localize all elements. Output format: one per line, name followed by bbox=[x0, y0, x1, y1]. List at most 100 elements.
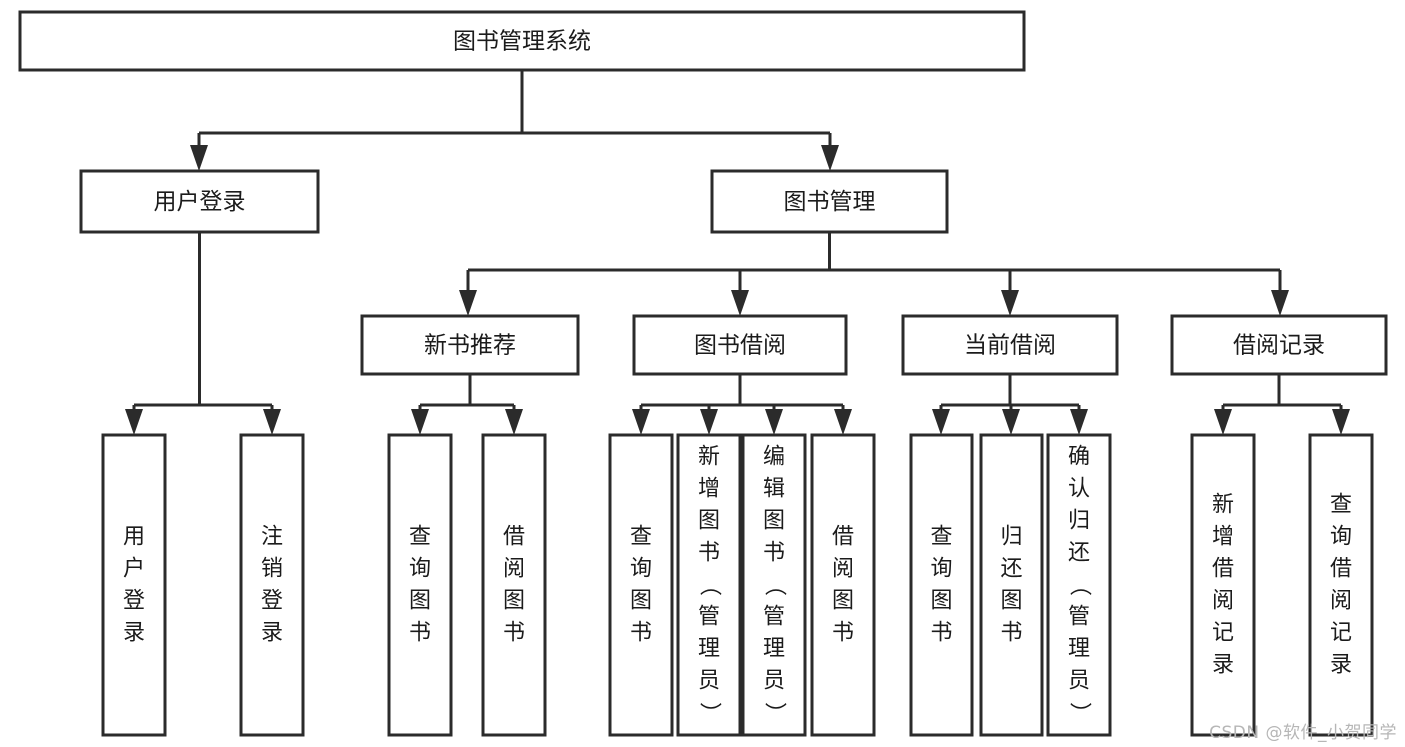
node-label-char: 阅 bbox=[1330, 589, 1352, 614]
node-box-book-borrow bbox=[632, 314, 848, 376]
node-label-char: （ bbox=[697, 574, 722, 596]
node-label-char: 管 bbox=[1068, 605, 1090, 630]
node-box-leaf-query-book-bb bbox=[608, 433, 674, 737]
node-label-char: 增 bbox=[1212, 525, 1234, 550]
node-box-borrow-record bbox=[1170, 314, 1388, 376]
node-label-char: （ bbox=[1067, 574, 1092, 596]
arrow-head-icon bbox=[190, 145, 208, 171]
node-label-char: 书 bbox=[930, 621, 952, 646]
node-label-char: 询 bbox=[930, 557, 952, 582]
node-leaf-query-record[interactable]: 查询借阅记录查询借阅记录 bbox=[1308, 433, 1374, 737]
node-label-char: 还 bbox=[1000, 557, 1022, 582]
node-label-char: 登 bbox=[261, 589, 283, 614]
node-label-char: 辑 bbox=[763, 477, 785, 502]
arrow-head-icon bbox=[834, 409, 852, 435]
arrow-head-icon bbox=[632, 409, 650, 435]
node-box-root bbox=[18, 10, 1026, 72]
node-label-char: 书 bbox=[763, 541, 785, 566]
node-label-char: 询 bbox=[409, 557, 431, 582]
arrow-head-icon bbox=[505, 409, 523, 435]
node-label-char: 记 bbox=[1212, 621, 1234, 646]
node-label-char: ） bbox=[697, 702, 722, 724]
node-box-leaf-query-book-nb bbox=[387, 433, 453, 737]
node-new-book-recommend[interactable]: 新书推荐 bbox=[360, 314, 580, 376]
node-box-leaf-logout bbox=[239, 433, 305, 737]
node-label-char: 查 bbox=[630, 525, 652, 550]
node-root[interactable]: 图书管理系统 bbox=[18, 10, 1026, 72]
arrow-head-icon bbox=[125, 409, 143, 435]
node-label-char: 借 bbox=[503, 525, 525, 550]
node-label-borrow-record: 借阅记录 bbox=[1233, 333, 1325, 359]
node-label-char: 认 bbox=[1068, 477, 1090, 502]
node-label-char: 户 bbox=[123, 557, 145, 582]
node-label-char: 书 bbox=[832, 621, 854, 646]
node-leaf-query-book-cb[interactable]: 查询图书查询图书 bbox=[909, 433, 974, 737]
node-label-char: 员 bbox=[698, 669, 720, 694]
node-box-leaf-edit-book bbox=[741, 433, 807, 737]
node-label-char: 书 bbox=[1000, 621, 1022, 646]
node-box-leaf-query-record bbox=[1308, 433, 1374, 737]
node-box-new-book-recommend bbox=[360, 314, 580, 376]
node-borrow-record[interactable]: 借阅记录 bbox=[1170, 314, 1388, 376]
node-label-char: 归 bbox=[1068, 509, 1090, 534]
node-leaf-add-record[interactable]: 新增借阅记录新增借阅记录 bbox=[1190, 433, 1256, 737]
node-label-char: 阅 bbox=[832, 557, 854, 582]
node-leaf-logout[interactable]: 注销登录注销登录 bbox=[239, 433, 305, 737]
node-label-char: 录 bbox=[1212, 653, 1234, 678]
node-label-char: 借 bbox=[1212, 557, 1234, 582]
arrow-head-icon bbox=[1070, 409, 1088, 435]
node-label-char: 员 bbox=[763, 669, 785, 694]
node-label-char: 归 bbox=[1000, 525, 1022, 550]
node-box-current-borrow bbox=[901, 314, 1119, 376]
node-label-char: 阅 bbox=[503, 557, 525, 582]
arrow-head-icon bbox=[700, 409, 718, 435]
node-label-char: 图 bbox=[763, 509, 785, 534]
node-user-login[interactable]: 用户登录 bbox=[79, 169, 320, 234]
node-leaf-return-book[interactable]: 归还图书归还图书 bbox=[979, 433, 1044, 737]
arrow-head-icon bbox=[459, 290, 477, 316]
connector-layer bbox=[125, 70, 1350, 435]
node-label-char: 图 bbox=[1000, 589, 1022, 614]
node-box-leaf-add-record bbox=[1190, 433, 1256, 737]
node-current-borrow[interactable]: 当前借阅 bbox=[901, 314, 1119, 376]
arrow-head-icon bbox=[1271, 290, 1289, 316]
node-label-current-borrow: 当前借阅 bbox=[964, 333, 1056, 359]
node-leaf-query-book-bb[interactable]: 查询图书查询图书 bbox=[608, 433, 674, 737]
node-label-char: 图 bbox=[832, 589, 854, 614]
node-label-char: 查 bbox=[1330, 493, 1352, 518]
node-leaf-borrow-book-nb[interactable]: 借阅图书借阅图书 bbox=[481, 433, 547, 737]
node-label-root: 图书管理系统 bbox=[453, 29, 591, 55]
arrow-head-icon bbox=[731, 290, 749, 316]
node-label-char: 注 bbox=[261, 525, 283, 550]
arrow-head-icon bbox=[1001, 290, 1019, 316]
node-leaf-query-book-nb[interactable]: 查询图书查询图书 bbox=[387, 433, 453, 737]
node-book-management[interactable]: 图书管理 bbox=[710, 169, 949, 234]
node-label-char: 确 bbox=[1068, 445, 1090, 470]
node-label-char: 管 bbox=[698, 605, 720, 630]
node-label-char: 图 bbox=[630, 589, 652, 614]
node-box-leaf-query-book-cb bbox=[909, 433, 974, 737]
node-leaf-user-login[interactable]: 用户登录用户登录 bbox=[101, 433, 167, 737]
arrow-head-icon bbox=[411, 409, 429, 435]
arrow-head-icon bbox=[765, 409, 783, 435]
node-label-char: 书 bbox=[409, 621, 431, 646]
node-label-char: 查 bbox=[409, 525, 431, 550]
node-label-char: 增 bbox=[698, 477, 720, 502]
node-label-book-management: 图书管理 bbox=[784, 189, 876, 215]
node-label-char: 借 bbox=[1330, 557, 1352, 582]
node-box-leaf-confirm-return bbox=[1046, 433, 1112, 737]
node-label-char: 理 bbox=[1068, 637, 1090, 662]
node-label-char: 新 bbox=[1212, 493, 1234, 518]
node-leaf-borrow-book-bb[interactable]: 借阅图书借阅图书 bbox=[810, 433, 876, 737]
node-label-char: 图 bbox=[698, 509, 720, 534]
node-book-borrow[interactable]: 图书借阅 bbox=[632, 314, 848, 376]
node-label-char: 录 bbox=[261, 621, 283, 646]
node-label-char: （ bbox=[762, 574, 787, 596]
node-label-char: 询 bbox=[1330, 525, 1352, 550]
node-label-new-book-recommend: 新书推荐 bbox=[424, 333, 516, 359]
